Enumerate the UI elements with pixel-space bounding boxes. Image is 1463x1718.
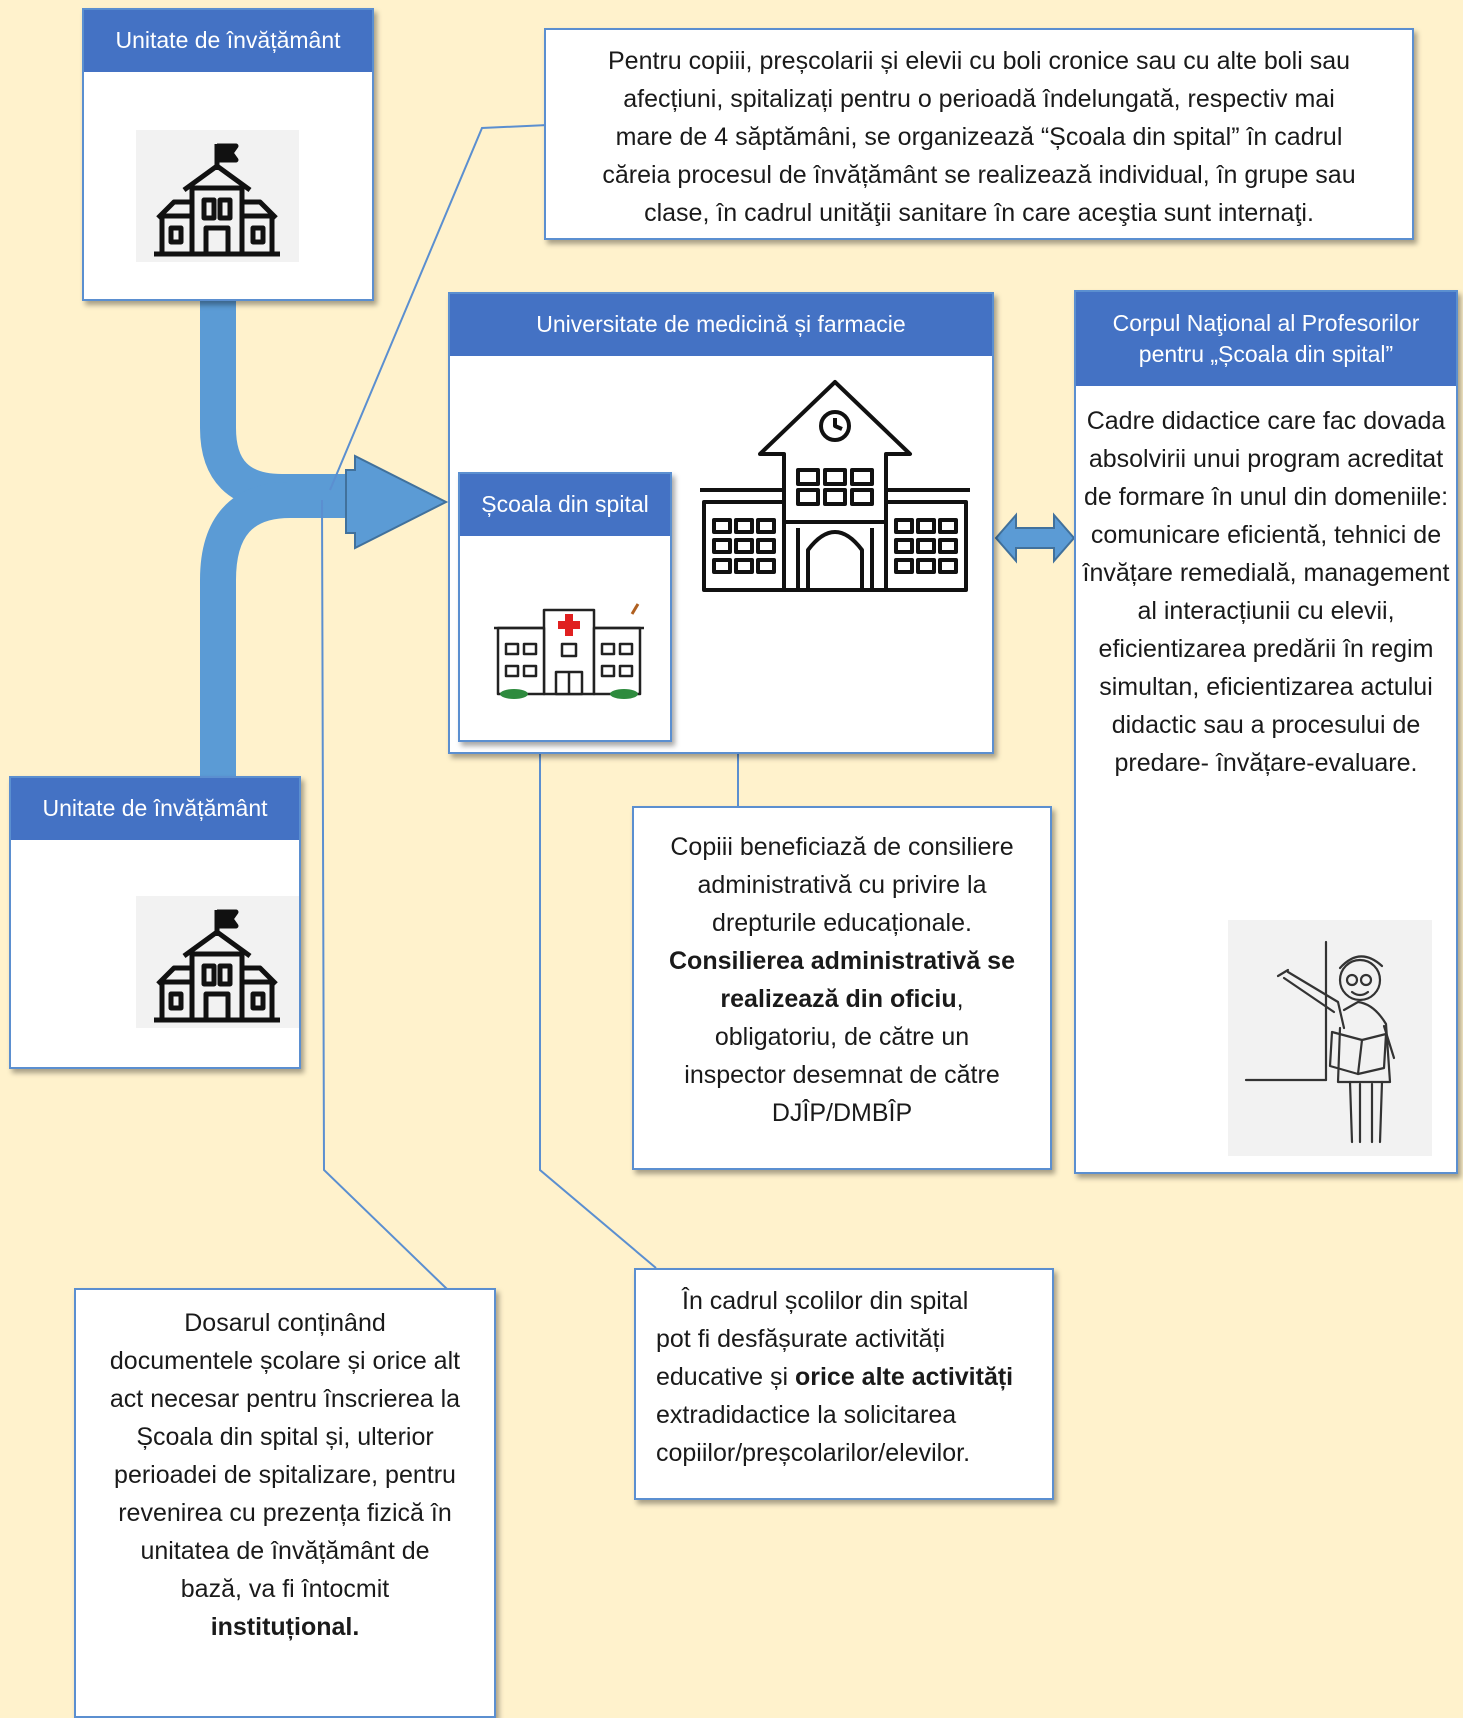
corp-line: dovada absolvirii unui — [1088, 407, 1446, 473]
corp-line: remedială, management al — [1137, 559, 1450, 625]
activities-line: extradidactice la solicitarea — [656, 1401, 957, 1429]
teacher-icon-bg — [1228, 920, 1432, 1156]
corp-line: program acreditat de — [1083, 445, 1444, 511]
callout-line-dossier — [321, 499, 449, 1291]
teachers-corp-card-title: Corpul Naţional al Profesorilor pentru „… — [1076, 292, 1456, 386]
corp-line: eficientizarea predării în — [1098, 635, 1364, 663]
counsel-line: obligatoriu, de către un — [714, 1023, 970, 1051]
teachers-corp-body: Cadre didactice care fac dovada absolvir… — [1076, 386, 1456, 782]
counsel-comma: , — [956, 985, 964, 1013]
hospital-building-icon — [494, 603, 644, 699]
hospital-school-card: Școala din spital — [458, 472, 672, 742]
counsel-line: Copiii beneficiază de consiliere — [670, 833, 1014, 861]
callout-line-top-note — [329, 124, 549, 491]
activities-note: În cadrul școlilor din spital pot fi des… — [634, 1268, 1054, 1500]
counsel-bold-line: Consilierea administrativă se — [669, 947, 1015, 975]
dossier-line: Dosarul conținând — [184, 1309, 386, 1337]
hospital-school-card-title: Școala din spital — [460, 474, 670, 536]
activities-line: În cadrul școlilor din spital — [682, 1287, 969, 1315]
school-card-bottom: Unitate de învățământ — [9, 776, 301, 1069]
school-card-top-title: Unitate de învățământ — [84, 10, 372, 72]
hospital-school-note: Pentru copiii, preșcolarii și elevii cu … — [544, 28, 1414, 240]
teachers-corp-title-line: Corpul Naţional al Profesorilor — [1112, 309, 1420, 336]
corp-line: domeniile: comunicare — [1090, 483, 1449, 549]
dossier-line: documentele școlare și orice alt — [109, 1347, 461, 1375]
university-card-title: Universitate de medicină și farmacie — [450, 294, 992, 356]
counsel-line: administrativă cu privire la — [697, 871, 987, 899]
teachers-corp-card: Corpul Naţional al Profesorilor pentru „… — [1074, 290, 1458, 1174]
corp-line: formare în unul din — [1118, 483, 1328, 511]
callout-line-activities — [539, 740, 657, 1269]
teacher-at-board-icon — [1244, 940, 1396, 1144]
merge-arrow-bottom — [200, 482, 350, 778]
counsel-line: DJÎP/DMBÎP — [771, 1099, 913, 1127]
double-arrow — [994, 512, 1076, 564]
corp-line: eficientă, tehnici de învățare — [1082, 521, 1442, 587]
dossier-line: Școala din spital și, ulterior — [136, 1423, 434, 1451]
school-building-icon — [154, 909, 280, 1023]
corp-line: învățare-evaluare. — [1215, 749, 1418, 777]
dossier-line: unitatea de învățământ de — [140, 1537, 430, 1565]
corp-line: regim simultan, eficientizarea — [1099, 635, 1434, 701]
note-line: afecțiuni, spitalizați pentru o perioadă… — [623, 85, 1335, 113]
school-card-bottom-title: Unitate de învățământ — [11, 778, 299, 840]
counsel-line: inspector desemnat de către — [684, 1061, 1000, 1089]
teachers-corp-title-line: pentru „Școala din spital” — [1138, 341, 1394, 367]
dossier-line: act necesar pentru înscrierea la — [109, 1385, 461, 1413]
school-building-icon — [154, 143, 280, 257]
note-line: mare de 4 săptămâni, se organizează “Șco… — [615, 123, 1343, 151]
counseling-note: Copiii beneficiază de consiliere adminis… — [632, 806, 1052, 1170]
merge-arrow-head — [345, 454, 449, 550]
corp-line: procesului de predare- — [1114, 711, 1421, 777]
corp-line: interacțiunii cu elevii, — [1163, 597, 1395, 625]
school-card-top: Unitate de învățământ — [82, 8, 374, 301]
activities-line: copiilor/preșcolarilor/elevilor. — [656, 1439, 971, 1467]
dossier-note: Dosarul conținând documentele școlare și… — [74, 1288, 496, 1718]
note-line: căreia procesul de învățământ se realize… — [602, 161, 1356, 189]
university-building-icon — [700, 380, 970, 592]
note-line: Pentru copiii, preșcolarii și elevii cu … — [607, 47, 1351, 75]
activities-line: educative și — [656, 1363, 795, 1391]
dossier-bold-line: instituțional. — [210, 1613, 360, 1641]
activities-bold: orice alte activități — [794, 1363, 1014, 1391]
corp-line: Cadre didactice care fac — [1086, 407, 1357, 435]
note-line: clase, în cadrul unităţii sanitare în ca… — [644, 199, 1314, 227]
dossier-line: revenirea cu prezența fizică în — [118, 1499, 452, 1527]
corp-line: actului didactic sau a — [1111, 673, 1433, 739]
dossier-line: bază, va fi întocmit — [180, 1575, 390, 1603]
activities-line: pot fi desfășurate activități — [656, 1325, 946, 1353]
counsel-line: drepturile educaționale. — [712, 909, 972, 937]
merge-arrow-top — [200, 298, 350, 510]
counsel-bold-line: realizează din oficiu — [720, 985, 957, 1013]
dossier-line: perioadei de spitalizare, pentru — [114, 1461, 456, 1489]
